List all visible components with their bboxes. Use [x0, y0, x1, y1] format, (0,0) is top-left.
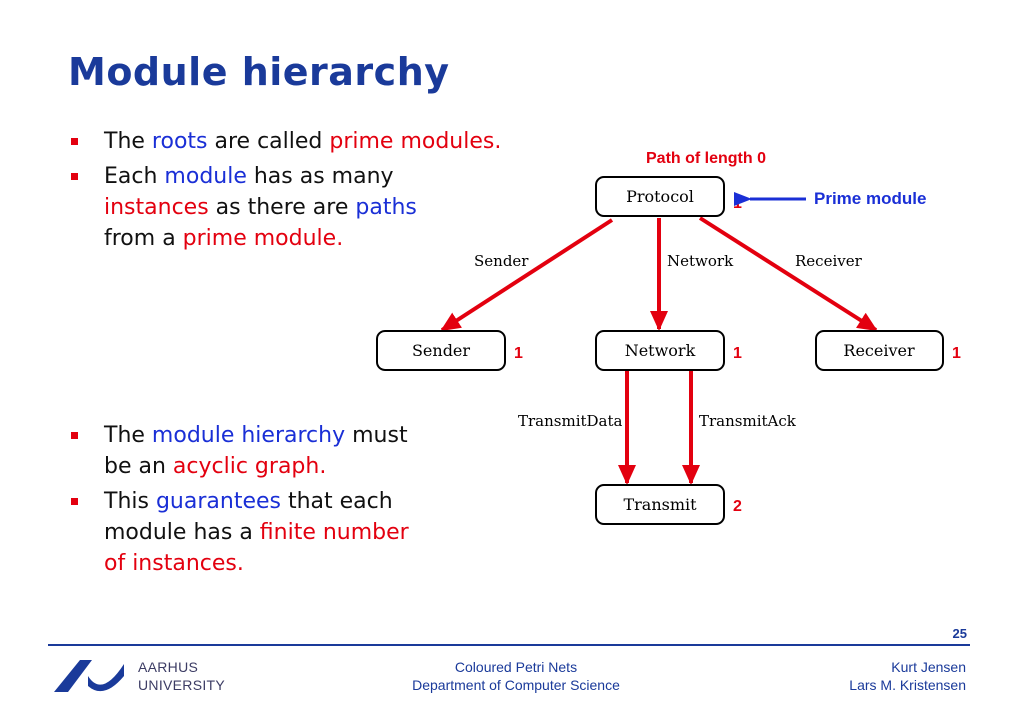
department-name: Department of Computer Science	[412, 677, 620, 693]
bullet-text-span: finite number	[259, 520, 409, 545]
bullet-text-span: prime modules.	[329, 129, 502, 154]
bullet-text-span: as there are	[208, 195, 356, 220]
edge-label-transmit-data: TransmitData	[518, 412, 623, 430]
edge-receiver-arrow	[698, 216, 878, 332]
prime-module-label: Prime module	[814, 189, 926, 208]
bullet-square-icon	[71, 173, 78, 180]
edge-label-sender: Sender	[474, 252, 529, 270]
node-receiver: Receiver	[815, 330, 944, 371]
university-name-line1: AARHUS	[138, 659, 199, 675]
university-name-line2: UNIVERSITY	[138, 677, 226, 693]
bullet-text-span: This	[104, 489, 156, 514]
bullet-list-bottom: The module hierarchy must be an acyclic g…	[68, 420, 409, 583]
count-network: 1	[733, 345, 742, 362]
svg-text:Receiver: Receiver	[843, 341, 915, 360]
bullet-text-span: are called	[207, 129, 330, 154]
svg-text:Sender: Sender	[412, 341, 470, 360]
bullet-text-span: module hierarchy	[151, 423, 346, 448]
path-of-length-label: Path of length 0	[646, 150, 766, 167]
bullet-item: The module hierarchy must be an acyclic g…	[68, 420, 409, 482]
footer-authors: Kurt Jensen Lars M. Kristensen	[849, 658, 966, 694]
bullet-text-span: be an	[104, 454, 173, 479]
author-2: Lars M. Kristensen	[849, 677, 966, 693]
bullet-text-span: module has a	[104, 520, 260, 545]
edge-label-network: Network	[667, 252, 734, 270]
bullet-text-span: acyclic graph.	[172, 454, 327, 479]
count-protocol: 1	[733, 195, 742, 212]
bullet-text-span: that each	[280, 489, 393, 514]
edge-label-transmit-ack: TransmitAck	[699, 412, 797, 430]
bullet-text-span: guarantees	[155, 489, 281, 514]
svg-text:Network: Network	[625, 341, 696, 360]
bullet-list-top: The roots are called prime modules. Each …	[68, 126, 501, 258]
bullet-text-span: has as many	[246, 164, 394, 189]
aarhus-logo-icon	[54, 660, 124, 692]
bullet-item: Each module has as many instances as ther…	[68, 161, 501, 254]
bullet-square-icon	[71, 432, 78, 439]
bullet-square-icon	[71, 498, 78, 505]
bullet-text-span: The	[104, 129, 152, 154]
node-protocol: Protocol	[595, 176, 725, 217]
bullet-text-span: module	[164, 164, 247, 189]
bullet-text-span: instances	[104, 195, 209, 220]
bullet-text-span: of instances.	[104, 551, 244, 576]
count-receiver: 1	[952, 345, 961, 362]
node-network: Network	[595, 330, 725, 371]
bullet-text-span: paths	[355, 195, 417, 220]
bullet-text-span: The	[104, 423, 152, 448]
footer-center: Coloured Petri Nets Department of Comput…	[400, 658, 632, 694]
bullet-text-span: Each	[104, 164, 165, 189]
bullet-square-icon	[71, 138, 78, 145]
node-transmit: Transmit	[595, 484, 725, 525]
course-name: Coloured Petri Nets	[454, 659, 578, 675]
footer-divider	[48, 644, 970, 646]
university-name: AARHUS UNIVERSITY	[138, 658, 225, 694]
bullet-item: This guarantees that each module has a fi…	[68, 486, 409, 579]
bullet-text-span: prime module.	[182, 226, 344, 251]
edge-sender-arrow	[440, 218, 614, 332]
bullet-item: The roots are called prime modules.	[68, 126, 501, 157]
svg-text:Protocol: Protocol	[626, 187, 694, 206]
count-sender: 1	[514, 345, 523, 362]
count-transmit: 2	[733, 498, 742, 515]
node-sender: Sender	[376, 330, 506, 371]
bullet-text-span: roots	[151, 129, 208, 154]
author-1: Kurt Jensen	[891, 659, 966, 675]
svg-text:Transmit: Transmit	[623, 495, 697, 514]
bullet-text-span: must	[345, 423, 408, 448]
page-number: 25	[952, 626, 967, 641]
bullet-text-span: from a	[104, 226, 183, 251]
slide-title: Module hierarchy	[68, 50, 450, 94]
edge-label-receiver: Receiver	[795, 252, 863, 270]
